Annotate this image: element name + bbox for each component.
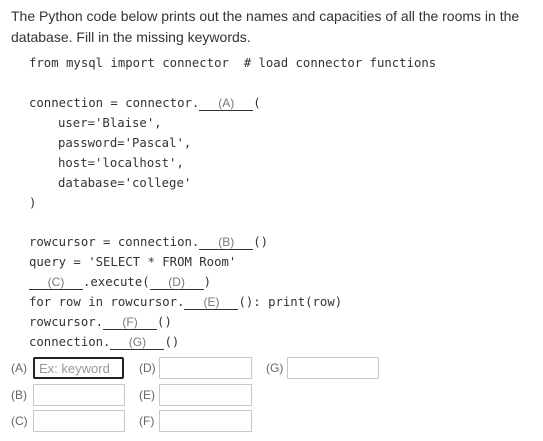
code-rowcursor-close-line: rowcursor.(F)(): [29, 312, 172, 332]
code-import-line: from mysql import connector # load conne…: [29, 56, 437, 70]
code-for-line: for row in rowcursor.(E)(): print(row): [29, 292, 342, 312]
code-text: (): [253, 235, 269, 249]
answer-label-d: (D): [139, 361, 156, 375]
blank-a: (A): [199, 96, 254, 111]
code-text: password='Pascal',: [58, 136, 192, 150]
code-database-line: database='college': [29, 173, 191, 193]
answer-label-e: (E): [139, 388, 155, 402]
answer-input-a[interactable]: [33, 357, 124, 379]
code-text: for row in rowcursor.: [29, 295, 185, 309]
blank-d: (D): [149, 275, 204, 290]
code-text: rowcursor.: [29, 315, 104, 329]
code-host-line: host='localhost',: [29, 153, 184, 173]
code-text: connection.: [29, 335, 111, 349]
code-text: (): print(row): [238, 295, 343, 309]
answer-input-f[interactable]: [159, 410, 252, 432]
code-text: ): [203, 275, 212, 289]
code-text: (: [253, 96, 261, 110]
code-connect-line: connection = connector.(A)(: [29, 93, 261, 113]
answer-input-e[interactable]: [159, 384, 252, 406]
code-connection-close-line: connection.(G)(): [29, 332, 179, 352]
blank-e: (E): [184, 295, 239, 310]
answer-input-d[interactable]: [159, 357, 252, 379]
code-text: connection = connector.: [29, 96, 200, 110]
blank-g: (G): [110, 335, 165, 350]
blank-f: (F): [103, 315, 158, 330]
question-text: The Python code below prints out the nam…: [11, 8, 520, 45]
code-execute-line: (C).execute((D)): [29, 272, 211, 292]
answer-label-c: (C): [11, 414, 28, 428]
answer-input-g[interactable]: [287, 357, 379, 379]
code-text: (): [164, 335, 180, 349]
code-text: (): [157, 315, 172, 329]
code-password-line: password='Pascal',: [29, 133, 191, 153]
blank-c: (C): [29, 275, 83, 290]
code-user-line: user='Blaise',: [29, 113, 162, 133]
code-text: host='localhost',: [58, 156, 184, 170]
answer-label-f: (F): [139, 414, 155, 428]
answer-input-b[interactable]: [33, 384, 125, 406]
code-text: rowcursor = connection.: [29, 235, 200, 249]
code-close-paren-line: ): [29, 196, 37, 210]
code-text: database='college': [58, 176, 192, 190]
answer-input-c[interactable]: [33, 410, 125, 432]
answer-label-g: (G): [266, 361, 284, 375]
code-rowcursor-line: rowcursor = connection.(B)(): [29, 232, 268, 252]
code-query-line: query = 'SELECT * FROM Room': [29, 255, 237, 269]
answer-label-a: (A): [11, 361, 27, 375]
blank-b: (B): [199, 235, 254, 250]
answer-label-b: (B): [11, 388, 27, 402]
code-text: user='Blaise',: [58, 116, 162, 130]
code-text: .execute(: [83, 275, 150, 289]
